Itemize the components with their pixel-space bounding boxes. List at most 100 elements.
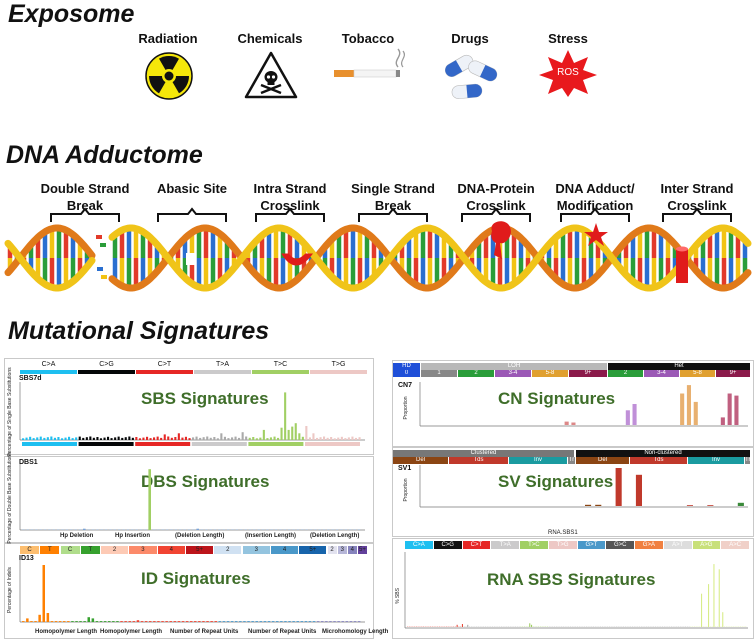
bar xyxy=(227,438,230,440)
pills-icon xyxy=(444,54,498,99)
y-axis-label: Percentage of Indels xyxy=(7,567,13,613)
bar xyxy=(220,433,223,440)
bar xyxy=(75,621,78,622)
rna-header-7: G>C xyxy=(606,541,635,549)
bar xyxy=(43,437,46,440)
y-axis-label: Proportion xyxy=(403,396,409,420)
cn-subheader-1: 1 xyxy=(421,370,457,377)
bar xyxy=(46,437,49,440)
bar xyxy=(226,621,230,622)
bar xyxy=(291,426,294,440)
sbs-header-1: C>G xyxy=(99,361,114,368)
intra-crosslink-mark xyxy=(281,253,314,266)
bar xyxy=(354,437,357,440)
bar xyxy=(120,621,123,622)
bar xyxy=(32,438,35,440)
id-signature-name: ID13 xyxy=(19,555,34,562)
adductome-label: DNA Adduct/Modification xyxy=(540,180,650,214)
bar xyxy=(30,621,33,622)
bar xyxy=(737,502,744,506)
bar xyxy=(266,438,269,440)
bar xyxy=(124,621,127,622)
id-header-1: T xyxy=(40,546,60,554)
bar xyxy=(82,437,85,440)
bar xyxy=(316,437,319,440)
sbs-bar-chart xyxy=(19,382,365,446)
bar xyxy=(99,621,103,622)
bar xyxy=(124,437,127,440)
bar xyxy=(349,621,353,622)
rna-header-10: A>G xyxy=(692,541,721,549)
sv-subheader-3: Tr xyxy=(568,457,575,464)
bar xyxy=(149,621,152,622)
cn-subheader-8: 5-8 xyxy=(680,370,715,377)
ros-star-icon xyxy=(539,50,597,97)
bar xyxy=(131,437,134,440)
sbs-label: SBS Signatures xyxy=(141,389,269,408)
bar xyxy=(288,621,291,622)
bar xyxy=(38,614,41,622)
bar xyxy=(316,621,320,622)
toxic-chemical-icon xyxy=(244,51,298,99)
rna-label: RNA SBS Signatures xyxy=(487,570,656,589)
bar xyxy=(326,437,329,440)
bar xyxy=(251,621,254,622)
bar xyxy=(585,504,592,506)
exposome-label-stress: Stress xyxy=(548,31,588,46)
id-header-7: 5+ xyxy=(185,546,214,554)
bar xyxy=(319,437,322,440)
adductome-label-line: Abasic Site xyxy=(156,181,228,196)
bar xyxy=(53,437,56,440)
bar xyxy=(223,436,226,440)
adductome-title: DNA Adductome xyxy=(6,141,203,169)
bar xyxy=(169,621,172,622)
sbs-header-5: T>G xyxy=(331,361,346,368)
broken-fragment xyxy=(101,275,107,279)
bar xyxy=(280,621,283,622)
bar xyxy=(206,436,209,440)
bar xyxy=(61,438,64,440)
bar xyxy=(231,437,234,440)
bar xyxy=(358,437,361,440)
cn-subheader-2: 2 xyxy=(458,370,494,377)
bar xyxy=(209,437,212,440)
bar xyxy=(163,434,166,440)
backbone-strand xyxy=(108,224,752,292)
dbs-label: DBS Signatures xyxy=(141,472,270,491)
bar xyxy=(57,437,60,440)
bar xyxy=(263,621,267,622)
bar xyxy=(241,432,244,440)
id-header-15: 5+ xyxy=(357,546,367,554)
bar xyxy=(296,621,299,622)
bar xyxy=(276,621,279,622)
bar xyxy=(357,621,361,622)
exposome-label-chemicals: Chemicals xyxy=(237,31,303,46)
bar xyxy=(63,621,66,622)
bar xyxy=(148,469,151,530)
rna-header-9: A>T xyxy=(663,541,692,549)
sv-subheader-4: Del xyxy=(576,457,629,464)
sbs-header-4: T>C xyxy=(273,361,288,368)
dbs-panel xyxy=(4,456,374,543)
bar xyxy=(252,437,255,440)
bar xyxy=(273,436,276,440)
y-axis-label: % SBS xyxy=(395,588,401,604)
bar xyxy=(75,437,78,440)
bar xyxy=(461,624,463,627)
bar xyxy=(247,621,250,622)
adductome-label-line: Crosslink xyxy=(466,198,526,213)
id-header-9: 3 xyxy=(242,546,270,554)
rna-header-11: A>C xyxy=(721,541,750,549)
sbs-footer-bar xyxy=(305,442,360,446)
id-label: ID Signatures xyxy=(141,569,251,588)
bar xyxy=(64,437,67,440)
cn-subheader-7: 3-4 xyxy=(644,370,679,377)
id-panel xyxy=(4,543,374,639)
bar xyxy=(199,437,202,440)
bar xyxy=(149,438,152,440)
bar xyxy=(46,613,50,622)
id-header-14: 4 xyxy=(347,546,357,554)
bar xyxy=(25,437,28,440)
label-bracket xyxy=(255,207,325,222)
bar xyxy=(353,621,357,622)
